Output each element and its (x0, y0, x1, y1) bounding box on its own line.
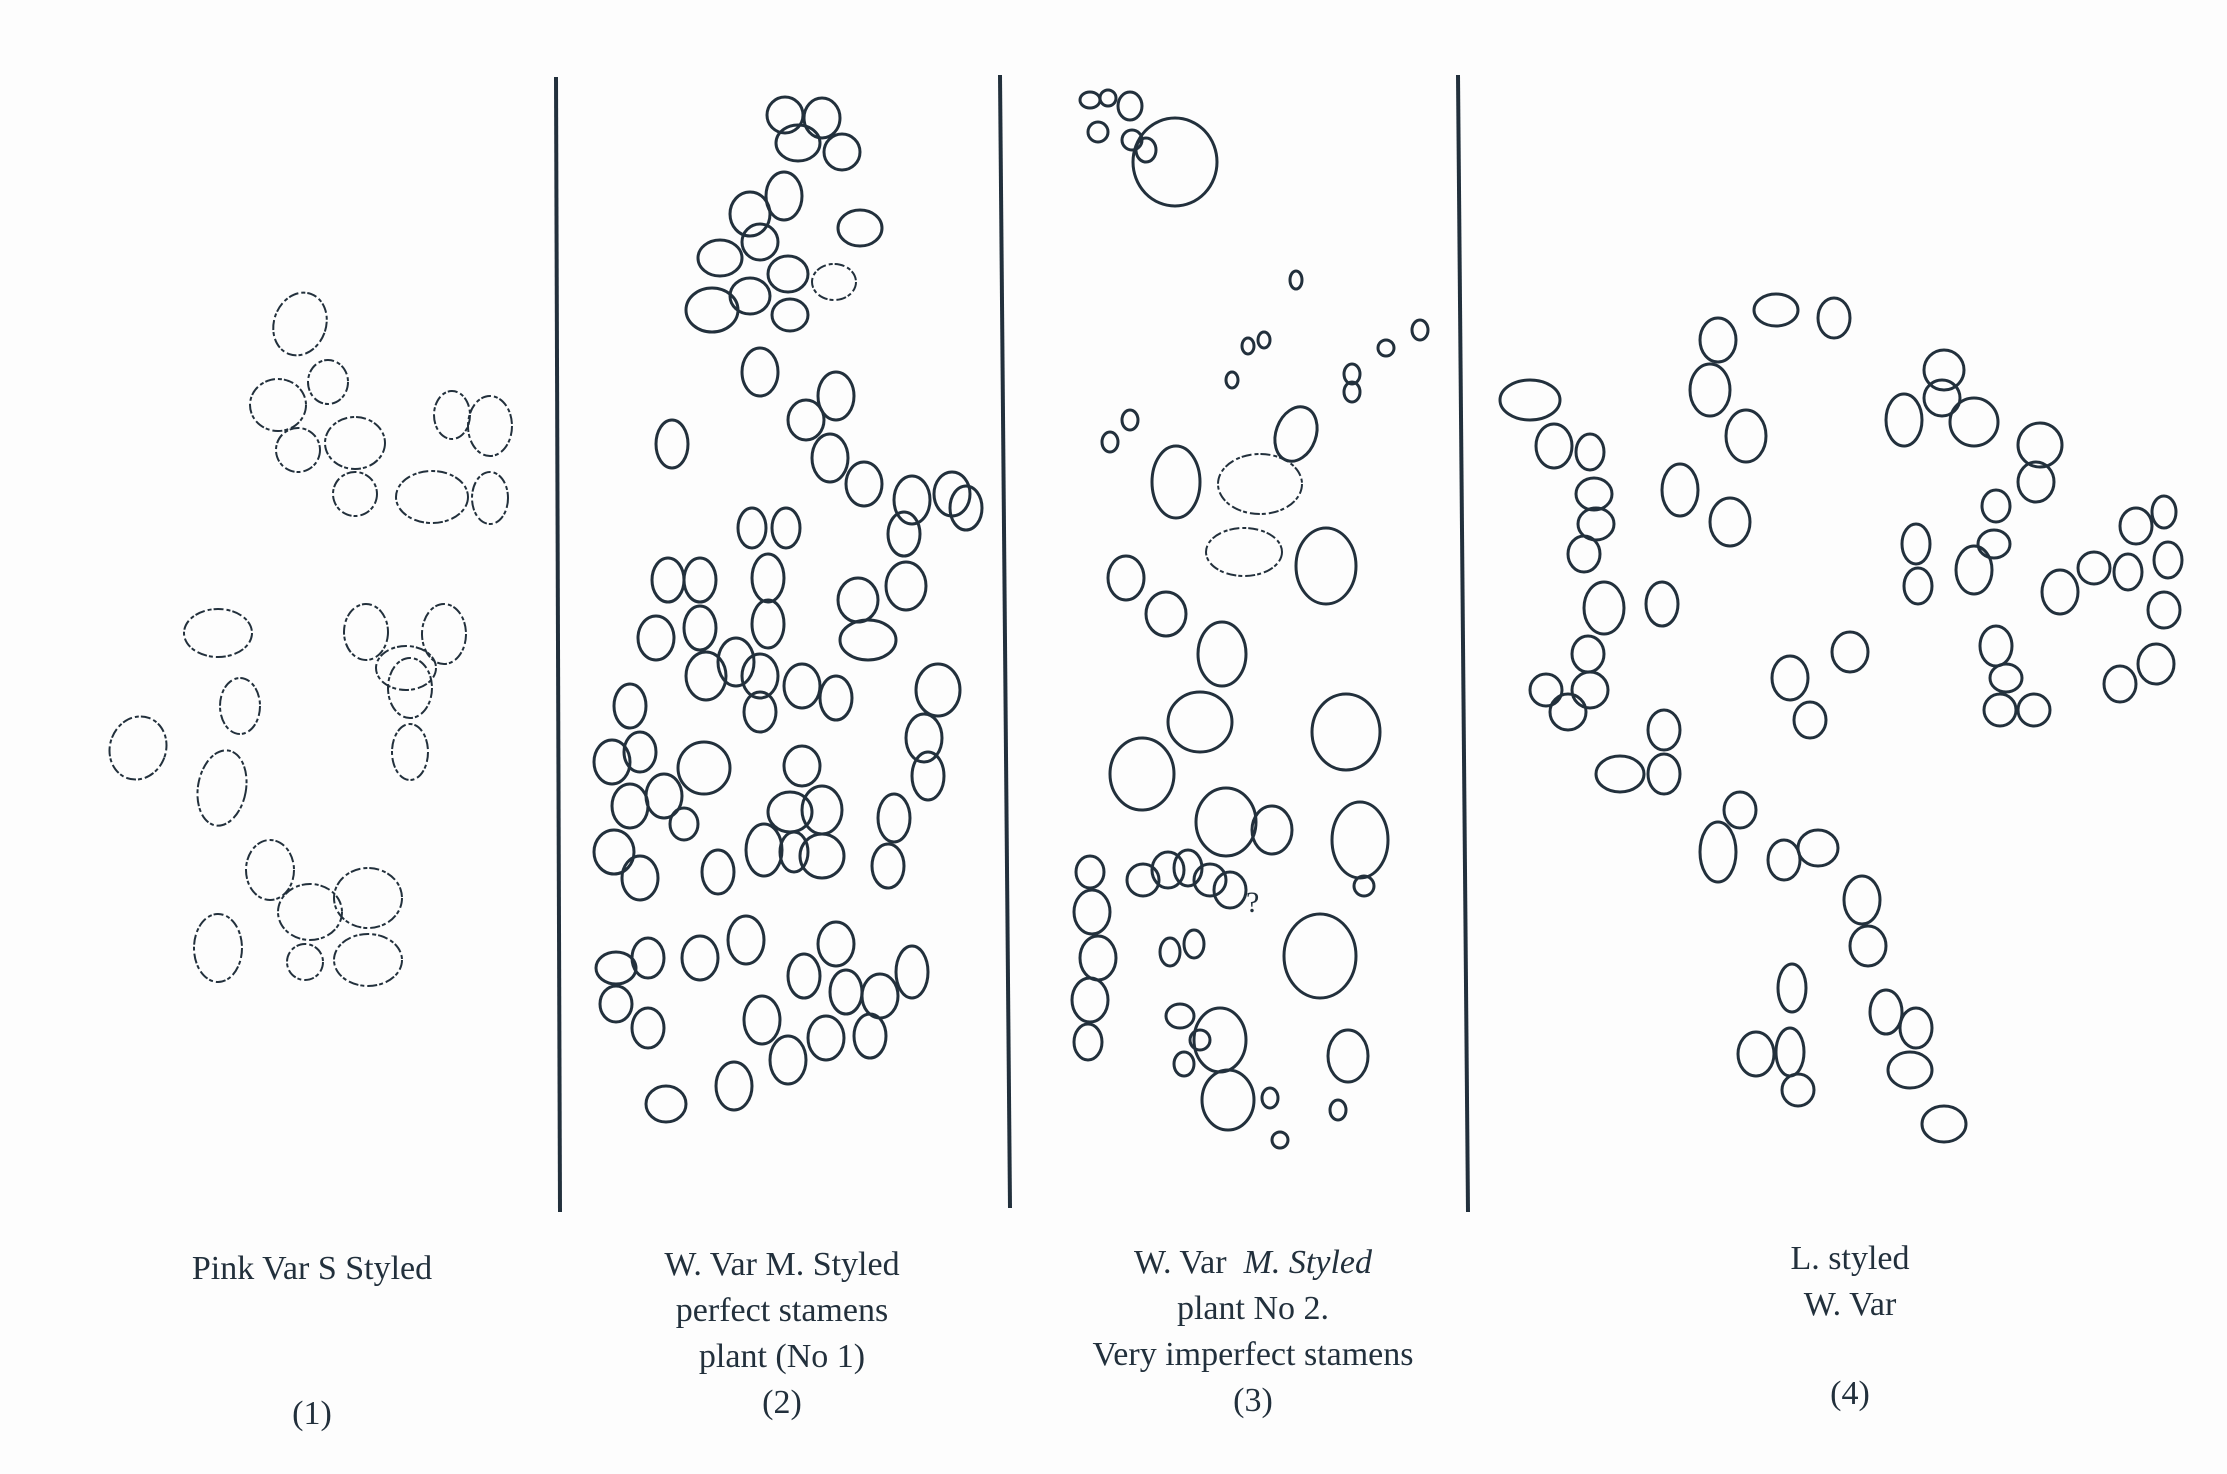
panel-3-caption-line-1: W. Var M. Styled (1093, 1240, 1414, 1286)
panel-3-caption-style-italic: M. Styled (1243, 1244, 1372, 1281)
panel-3-caption-variety: W. Var (1134, 1244, 1236, 1281)
panel-2-caption-line-3: plant (No 1) (698, 1338, 866, 1375)
panel-2-caption: W. Var M. Styled perfect stamens plant (… (664, 1242, 899, 1380)
panel-3-caption-line-2: plant No 2. (1176, 1290, 1330, 1327)
panel-3-caption: W. Var M. Styled plant No 2. Very imperf… (1093, 1240, 1414, 1378)
panel-1-number: (1) (292, 1395, 332, 1432)
panel-2-number: (2) (762, 1384, 802, 1421)
panel-4-number: (4) (1830, 1375, 1870, 1412)
panel-divider-3 (1456, 74, 1470, 1213)
panel-2-pollen-grains (592, 95, 984, 1124)
panel-divider-1 (554, 76, 562, 1213)
uncertain-grain-annotation: ? (1246, 886, 1259, 919)
panel-4-caption-line-1: L. styled (1790, 1240, 1910, 1277)
panel-2-caption-line-2: perfect stamens (675, 1292, 889, 1329)
panel-3-number: (3) (1233, 1382, 1273, 1419)
panel-divider-2 (998, 74, 1012, 1209)
panel-1-pollen-grains (108, 291, 513, 987)
panel-2-caption-line-1: W. Var M. Styled (664, 1246, 900, 1283)
panel-3-pollen-grains: ? (1070, 88, 1430, 1150)
panel-4-caption: L. styled W. Var (1791, 1236, 1910, 1328)
panel-4-pollen-grains (1498, 292, 2184, 1144)
panel-1-caption: Pink Var S Styled (192, 1246, 432, 1292)
panel-4-caption-line-2: W. Var (1803, 1286, 1897, 1323)
panel-3-caption-line-3: Very imperfect stamens (1092, 1336, 1414, 1373)
panel-1-caption-line-1: Pink Var S Styled (191, 1250, 433, 1287)
